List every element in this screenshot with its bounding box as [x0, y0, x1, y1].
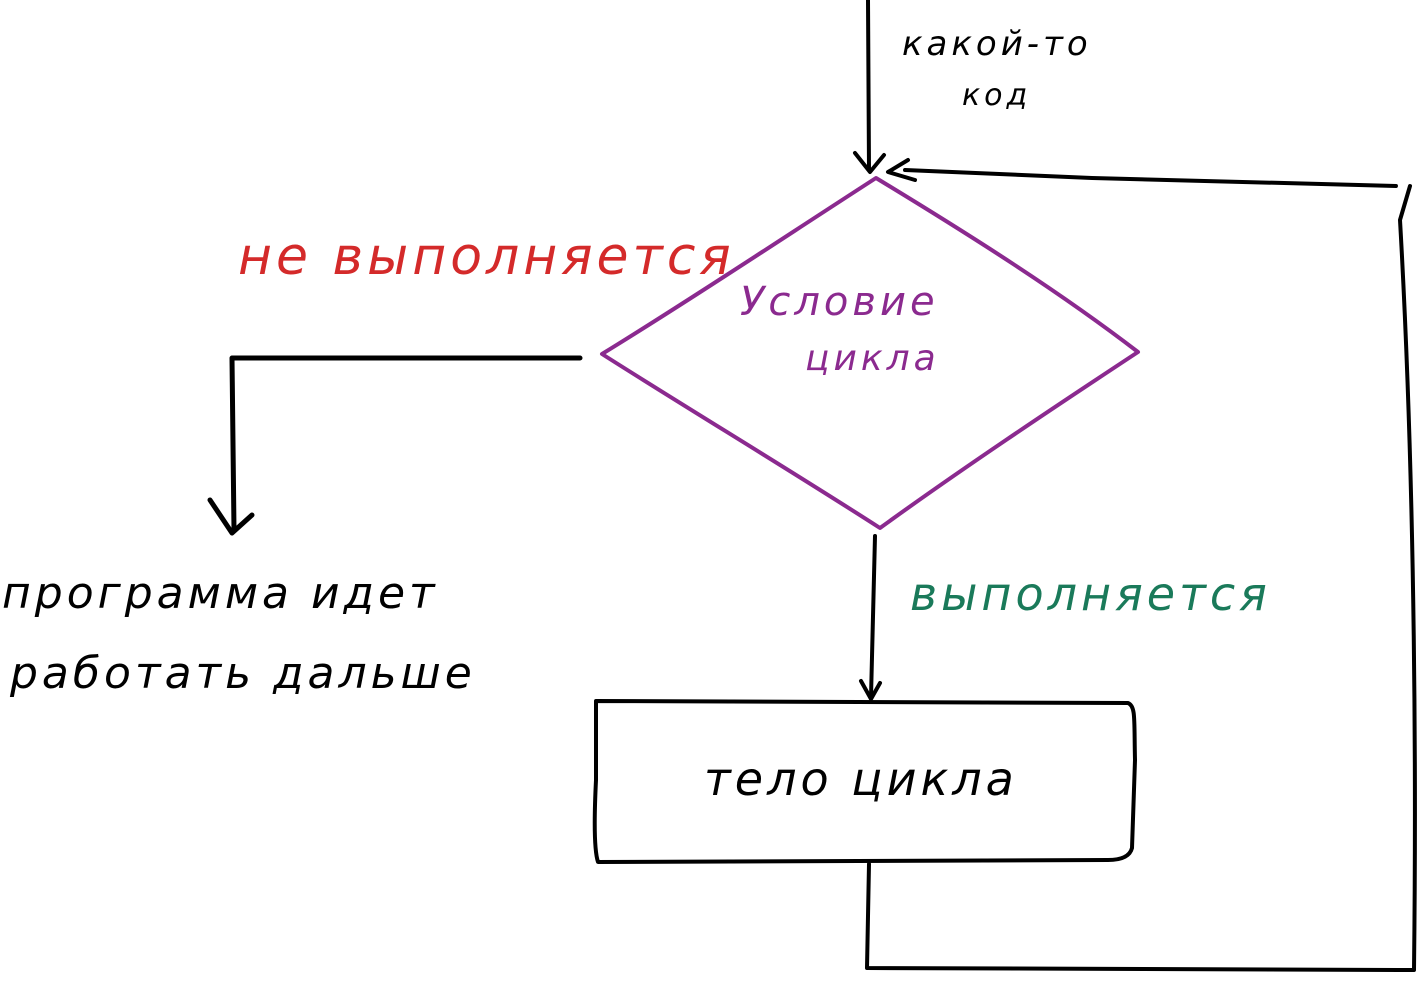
loop-body-box: [592, 699, 1137, 864]
entry-arrow-head: [853, 151, 886, 174]
exit-label-line2: работать дальше: [9, 648, 476, 699]
true-branch-arrow-head: [859, 679, 882, 701]
loop-back-arrow-head: [886, 158, 917, 182]
false-branch-label: не выполняется: [238, 227, 735, 287]
loop-back-line: [865, 168, 1417, 972]
condition-diamond: [600, 176, 1140, 530]
entry-arrow-line: [866, 0, 871, 172]
false-branch-arrow-head: [207, 497, 255, 536]
exit-label-line1: программа идет: [2, 568, 439, 619]
true-branch-line: [869, 534, 877, 699]
condition-label-line1: Условие: [740, 279, 939, 325]
entry-label-line1: какой-то: [902, 24, 1092, 64]
entry-label-line2: код: [962, 78, 1031, 113]
false-branch-line: [229, 355, 583, 533]
condition-label-line2: цикла: [805, 338, 940, 379]
loop-body-label: тело цикла: [704, 752, 1018, 806]
true-branch-label: выполняется: [910, 567, 1271, 621]
